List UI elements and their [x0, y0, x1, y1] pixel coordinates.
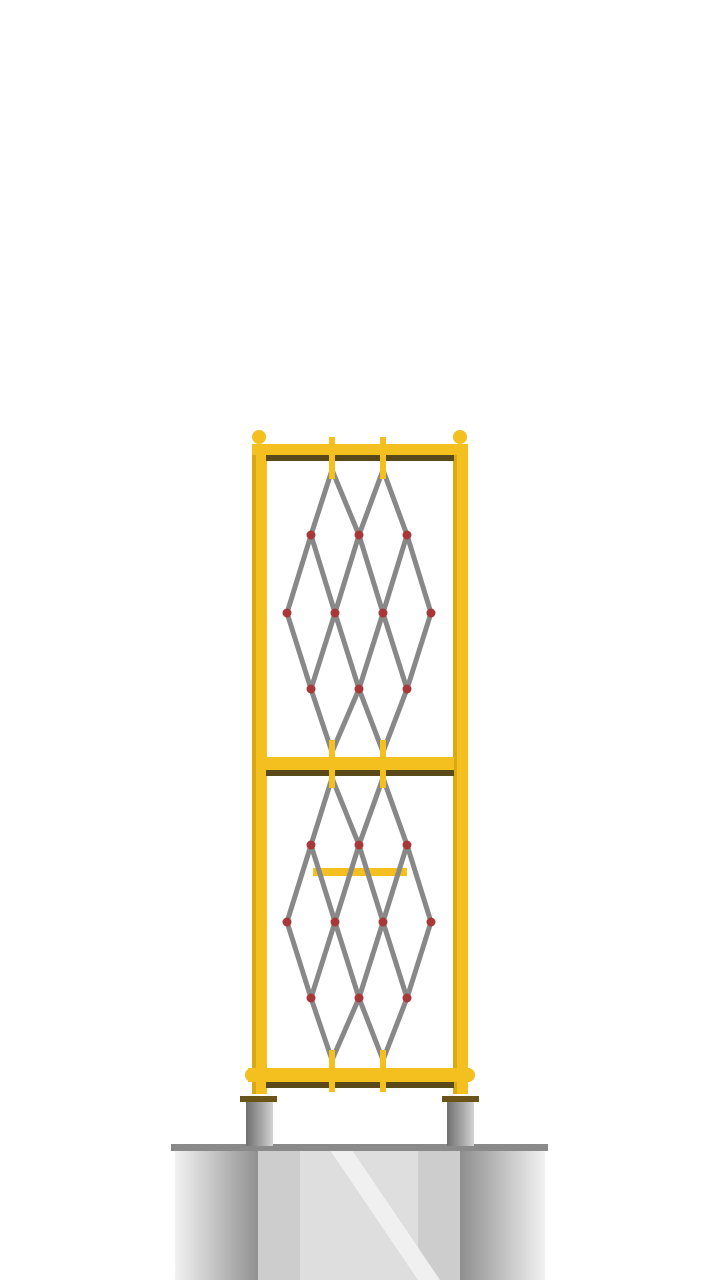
scissor-joint — [354, 993, 364, 1003]
scissor-joint — [378, 917, 388, 927]
pedestal-right-face — [460, 1150, 545, 1280]
scissor-arm — [332, 919, 362, 1001]
frame-bottom-beam-shadow — [266, 1082, 454, 1088]
scissor-arm — [284, 532, 314, 616]
scissor-arm — [380, 532, 410, 616]
scissor-arm — [329, 467, 362, 538]
scissor-joint — [426, 917, 436, 927]
support-post-left — [246, 1100, 273, 1146]
scissor-arm — [404, 610, 434, 692]
scissor-arm — [308, 686, 335, 755]
scissor-mechanism — [282, 437, 436, 1092]
scissor-joint — [402, 530, 412, 540]
scissor-arm — [284, 842, 314, 925]
frame-top-beam-shadow — [266, 455, 454, 461]
scissor-mount-pin — [329, 437, 335, 479]
scissor-arm — [404, 919, 434, 1001]
scissor-arm — [356, 775, 386, 848]
scissor-joint — [282, 917, 292, 927]
scissor-arm — [308, 995, 335, 1063]
scissor-arm — [404, 842, 434, 925]
scissor-mount-pin — [380, 437, 386, 479]
scissor-arm — [356, 610, 386, 692]
support-posts — [240, 1096, 479, 1146]
scissor-arm — [332, 842, 362, 925]
scissor-arm — [404, 532, 434, 616]
scissor-joint — [378, 608, 388, 618]
scissor-arm — [308, 775, 335, 848]
scissor-arm — [356, 919, 386, 1001]
scissor-joint — [354, 684, 364, 694]
scissor-arm — [329, 995, 362, 1063]
frame-middle-beam-shadow — [266, 770, 454, 776]
scissor-joint — [306, 684, 316, 694]
scissor-joint — [426, 608, 436, 618]
scissor-arm — [356, 842, 386, 925]
scissor-joint — [306, 530, 316, 540]
scissor-joint — [354, 840, 364, 850]
frame-top-right-knob — [453, 430, 467, 444]
scissor-joint — [402, 840, 412, 850]
support-post-right — [447, 1100, 474, 1146]
pedestal-left-face — [175, 1150, 260, 1280]
scissor-joint — [402, 684, 412, 694]
pedestal-top-rim — [171, 1144, 548, 1151]
frame-bottom-left-knob — [245, 1068, 259, 1082]
scissor-arm — [308, 842, 338, 925]
frame-left-rail-shade — [252, 444, 256, 1094]
scissor-arm — [380, 610, 410, 692]
scissor-mount-pin — [329, 1050, 335, 1092]
pedestal-glare — [330, 1150, 440, 1280]
scissor-arm — [329, 775, 362, 848]
scissor-arm — [380, 686, 410, 755]
scissor-arm — [356, 467, 386, 538]
scissor-mount-pin — [329, 740, 335, 788]
frame-bottom-right-knob — [461, 1068, 475, 1082]
scissor-arm — [332, 610, 362, 692]
pedestal — [171, 1144, 548, 1280]
scissor-joint — [306, 993, 316, 1003]
frame-top-left-knob — [252, 430, 266, 444]
scissor-joint — [354, 530, 364, 540]
loose-yellow-bar — [313, 868, 407, 876]
scissor-arm — [308, 467, 335, 538]
scissor-arm — [308, 610, 338, 692]
scissor-arm — [380, 775, 410, 848]
scissor-arm — [284, 610, 314, 692]
lift-frame — [245, 430, 475, 1094]
scissor-arm — [284, 919, 314, 1001]
post-cap-right — [442, 1096, 479, 1102]
post-cap-left — [240, 1096, 277, 1102]
frame-bottom-beam — [248, 1068, 470, 1082]
scissor-arm — [380, 995, 410, 1063]
scissor-arm — [332, 532, 362, 616]
scissor-arm — [356, 995, 386, 1063]
scissor-arm — [380, 919, 410, 1001]
scissor-joint — [402, 993, 412, 1003]
scissor-joint — [330, 608, 340, 618]
frame-middle-beam — [266, 757, 454, 770]
scissor-arm — [356, 532, 386, 616]
scissor-joint — [306, 840, 316, 850]
frame-top-beam — [252, 444, 468, 455]
scissor-arm — [329, 686, 362, 755]
scissor-mount-pin — [380, 1050, 386, 1092]
scissor-joint — [282, 608, 292, 618]
frame-right-rail-shade — [453, 444, 457, 1094]
scissor-arm — [356, 686, 386, 755]
scissor-arm — [380, 467, 410, 538]
scissor-arm — [380, 842, 410, 925]
scissor-arm — [308, 532, 338, 616]
scissor-joint — [330, 917, 340, 927]
scissor-arm — [308, 919, 338, 1001]
scissor-mount-pin — [380, 740, 386, 788]
